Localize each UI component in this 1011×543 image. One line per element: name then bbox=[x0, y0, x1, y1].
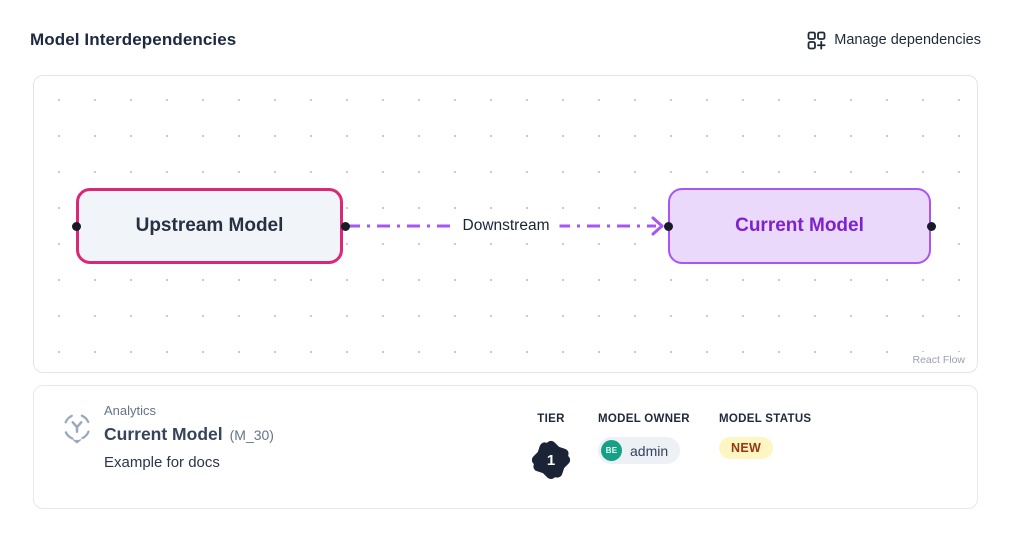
current-node-label: Current Model bbox=[735, 215, 864, 236]
upstream-right-handle[interactable] bbox=[340, 221, 350, 231]
model-info: Analytics Current Model (M_30) Example f… bbox=[104, 403, 274, 471]
current-right-handle[interactable] bbox=[926, 221, 936, 231]
model-owner-header: MODEL OWNER bbox=[598, 413, 690, 425]
page-title: Model Interdependencies bbox=[30, 30, 237, 49]
status-badge: NEW bbox=[719, 437, 774, 459]
upstream-left-handle[interactable] bbox=[71, 221, 81, 231]
tier-header: TIER bbox=[537, 413, 565, 425]
grid-plus-icon bbox=[807, 31, 826, 50]
node-upstream-model[interactable]: Upstream Model bbox=[76, 188, 343, 264]
upstream-node-label: Upstream Model bbox=[135, 215, 284, 236]
owner-badge[interactable]: BE admin bbox=[598, 437, 681, 464]
model-category: Analytics bbox=[104, 403, 157, 418]
model-description: Example for docs bbox=[104, 454, 220, 471]
node-current-model[interactable]: Current Model bbox=[668, 188, 931, 264]
model-name: Current Model bbox=[104, 424, 223, 444]
tier-badge: 1 bbox=[528, 437, 574, 483]
react-flow-attribution[interactable]: React Flow bbox=[904, 352, 973, 368]
model-status-column: MODEL STATUS NEW bbox=[719, 413, 811, 459]
header: Model Interdependencies Manage dependenc… bbox=[30, 30, 981, 50]
current-left-handle[interactable] bbox=[663, 221, 673, 231]
model-owner-column: MODEL OWNER BE admin bbox=[598, 413, 690, 464]
manage-dependencies-label: Manage dependencies bbox=[834, 32, 981, 48]
model-details-card: Analytics Current Model (M_30) Example f… bbox=[33, 385, 978, 509]
model-lineage-icon bbox=[58, 409, 96, 452]
tier-column: TIER 1 bbox=[528, 413, 574, 483]
edge-label-downstream: Downstream bbox=[452, 215, 560, 237]
react-flow-canvas[interactable]: Upstream Model Current Model Downstream … bbox=[33, 75, 978, 373]
owner-avatar: BE bbox=[601, 440, 622, 461]
manage-dependencies-button[interactable]: Manage dependencies bbox=[807, 31, 981, 50]
model-code: (M_30) bbox=[229, 427, 274, 443]
owner-name: admin bbox=[630, 442, 669, 459]
model-status-header: MODEL STATUS bbox=[719, 413, 812, 425]
tier-value: 1 bbox=[546, 451, 556, 469]
